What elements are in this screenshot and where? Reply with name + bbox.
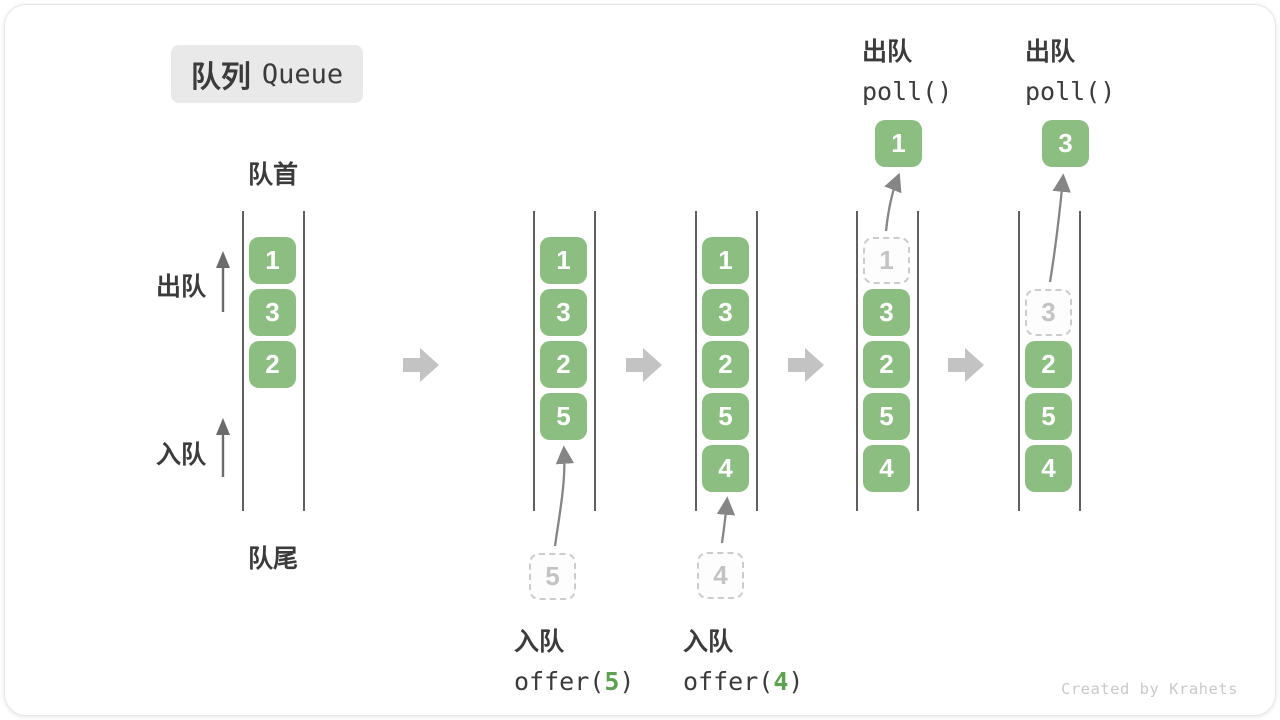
title-box: 队列 Queue (171, 45, 363, 103)
code-arg: 4 (773, 667, 789, 696)
state-transition-arrow-icon (626, 348, 662, 382)
queue-element: 5 (702, 393, 749, 440)
queue-element: 5 (540, 393, 587, 440)
popped-element: 1 (875, 120, 922, 167)
queue-element: 4 (863, 445, 910, 492)
pending-element: 5 (529, 553, 576, 600)
queue-element: 4 (1025, 445, 1072, 492)
queue-element: 5 (863, 393, 910, 440)
label-queue-front: 队首 (248, 161, 299, 189)
op-enqueue-4: 入队 offer(4) (683, 622, 803, 696)
queue-element: 3 (863, 289, 910, 336)
title-en: Queue (261, 58, 344, 90)
state-transition-arrow-icon (948, 348, 984, 382)
queue-wall-line (1018, 211, 1020, 511)
queue-wall-line (756, 211, 758, 511)
title-zh: 队列 (190, 61, 251, 94)
queue-element: 2 (540, 341, 587, 388)
op-name: 出队 (1025, 38, 1076, 66)
label-queue-rear: 队尾 (248, 545, 299, 573)
op-code: offer(5) (514, 667, 634, 696)
op-code: poll() (862, 77, 953, 106)
op-code: offer(4) (683, 667, 803, 696)
pending-element: 4 (697, 552, 744, 599)
removed-element: 3 (1025, 289, 1072, 336)
queue-element: 5 (1025, 393, 1072, 440)
op-enqueue-5: 入队 offer(5) (514, 622, 634, 696)
op-name: 入队 (683, 628, 734, 656)
queue-wall-line (594, 211, 596, 511)
popped-element: 3 (1042, 120, 1089, 167)
op-poll-2: 出队 poll() (1025, 32, 1115, 106)
state-transition-arrow-icon (788, 348, 824, 382)
queue-element: 1 (702, 237, 749, 284)
label-dequeue-side: 出队 (156, 273, 207, 301)
queue-wall-line (695, 211, 697, 511)
queue-element: 3 (702, 289, 749, 336)
queue-element: 2 (1025, 341, 1072, 388)
queue-element: 3 (249, 289, 296, 336)
state-transition-arrow-icon (403, 348, 439, 382)
enqueue-direction-arrow-icon (216, 418, 230, 477)
diagram-canvas: 队列 Queue 队首 队尾 出队 入队 1 3 2 1 3 2 5 5 (4, 4, 1276, 716)
dequeue-arrow-icon (1048, 173, 1071, 283)
queue-element: 2 (249, 341, 296, 388)
queue-element: 4 (702, 445, 749, 492)
enqueue-arrow-icon (716, 496, 736, 544)
dequeue-arrow-icon (884, 172, 902, 232)
queue-wall-line (533, 211, 535, 511)
queue-element: 3 (540, 289, 587, 336)
removed-element: 1 (863, 237, 910, 284)
dequeue-direction-arrow-icon (216, 251, 230, 312)
queue-element: 2 (863, 341, 910, 388)
code-pre: offer( (514, 667, 605, 696)
queue-wall-line (242, 211, 244, 511)
queue-element: 1 (540, 237, 587, 284)
op-name: 入队 (514, 628, 565, 656)
code-arg: 5 (604, 667, 620, 696)
queue-wall-line (1079, 211, 1081, 511)
op-code: poll() (1025, 77, 1116, 106)
label-enqueue-side: 入队 (156, 441, 207, 469)
queue-wall-line (856, 211, 858, 511)
code-post: ) (788, 667, 804, 696)
code-post: ) (619, 667, 635, 696)
enqueue-arrow-icon (553, 445, 575, 547)
op-poll-1: 出队 poll() (862, 32, 952, 106)
queue-wall-line (303, 211, 305, 511)
queue-element: 2 (702, 341, 749, 388)
code-pre: offer( (683, 667, 774, 696)
watermark: Created by Krahets (1061, 680, 1238, 698)
op-name: 出队 (862, 38, 913, 66)
queue-element: 1 (249, 237, 296, 284)
queue-wall-line (917, 211, 919, 511)
